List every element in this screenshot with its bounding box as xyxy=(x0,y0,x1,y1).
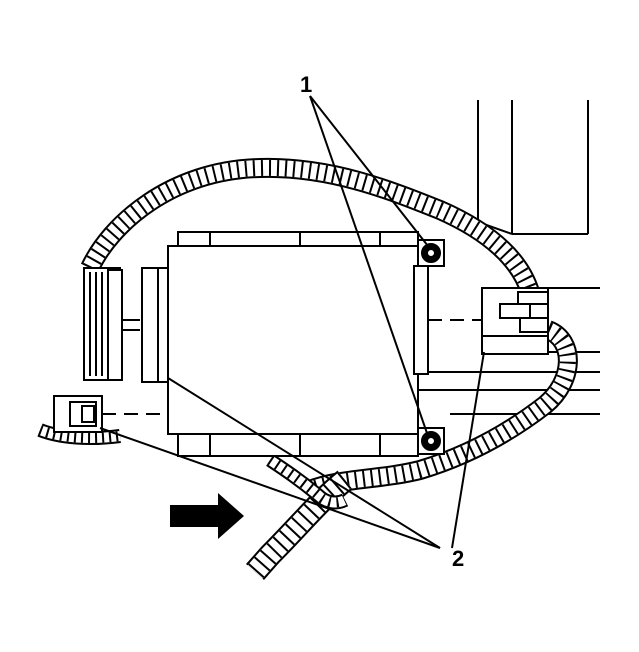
left-electrical-connector xyxy=(53,395,103,433)
left-bundle-end xyxy=(83,267,140,381)
direction-arrow xyxy=(170,493,244,539)
upper-mounting-nut xyxy=(417,239,445,267)
lower-mounting-nut xyxy=(417,427,445,455)
bottom-wiring-harness xyxy=(246,454,353,580)
callout-leaders xyxy=(99,95,485,549)
right-electrical-connector xyxy=(481,287,549,355)
lower-wiring-harness xyxy=(306,320,578,500)
left-pigtail-harness xyxy=(37,423,121,445)
callout-label-2: 2 xyxy=(452,546,464,571)
callout-label-1: 1 xyxy=(300,72,312,97)
control-module xyxy=(141,231,429,457)
connection-dashes xyxy=(102,319,482,415)
